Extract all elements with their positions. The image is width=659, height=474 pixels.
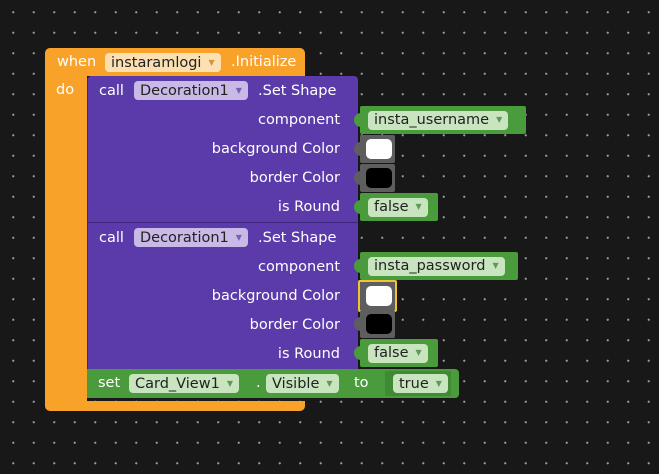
false-dropdown[interactable]: false ▼ [368, 197, 428, 217]
true-value: true [399, 375, 429, 392]
true-dropdown[interactable]: true ▼ [393, 374, 448, 393]
to-label: to [354, 375, 369, 391]
white-color-swatch[interactable] [366, 286, 392, 306]
triangle-down-icon: ▼ [435, 378, 442, 388]
decoration-component-dropdown[interactable]: Decoration1 ▼ [134, 228, 248, 247]
param-background-color-label: background Color [211, 141, 340, 157]
method-name-label: .Set Shape [258, 83, 337, 99]
decoration-component-value: Decoration1 [140, 229, 229, 246]
triangle-down-icon: ▼ [208, 57, 215, 67]
event-component-dropdown[interactable]: instaramlogi ▼ [105, 53, 221, 72]
triangle-down-icon: ▼ [496, 115, 503, 124]
background-color-block-selected[interactable] [358, 280, 397, 312]
false-value: false [374, 199, 409, 215]
decoration-component-dropdown[interactable]: Decoration1 ▼ [134, 81, 248, 100]
component-value-dropdown[interactable]: insta_password ▼ [368, 256, 505, 276]
param-border-color-label: border Color [249, 317, 340, 333]
triangle-down-icon: ▼ [326, 378, 333, 388]
triangle-down-icon: ▼ [226, 378, 233, 388]
component-value-text: insta_username [374, 112, 490, 128]
property-dropdown[interactable]: Visible ▼ [266, 374, 339, 393]
false-dropdown[interactable]: false ▼ [368, 343, 428, 363]
black-color-swatch[interactable] [366, 314, 392, 334]
dot-separator: . [256, 375, 261, 391]
set-shape-call-block-2[interactable]: call Decoration1 ▼ .Set Shape component … [87, 222, 358, 370]
triangle-down-icon: ▼ [235, 85, 242, 95]
true-value-block[interactable]: true ▼ [385, 371, 451, 396]
param-component-label: component [257, 112, 340, 128]
decoration-component-value: Decoration1 [140, 82, 229, 99]
set-shape-call-block-1[interactable]: call Decoration1 ▼ .Set Shape component … [87, 76, 358, 222]
triangle-down-icon: ▼ [415, 202, 422, 211]
when-initialize-event-block[interactable]: when instaramlogi ▼ .Initialize do [45, 48, 305, 411]
black-color-swatch[interactable] [366, 168, 392, 188]
component-value-block[interactable]: insta_password ▼ [354, 252, 518, 280]
is-round-false-block[interactable]: false ▼ [354, 193, 438, 221]
property-value: Visible [272, 375, 320, 392]
set-card-view-visible-block[interactable]: set Card_View1 ▼ . Visible ▼ to true ▼ [87, 369, 459, 398]
param-border-color-label: border Color [249, 170, 340, 186]
component-value-text: insta_password [374, 258, 486, 274]
do-label: do [56, 82, 75, 98]
false-value: false [374, 345, 409, 361]
triangle-down-icon: ▼ [235, 232, 242, 242]
border-color-block[interactable] [354, 310, 395, 338]
event-component-value: instaramlogi [111, 54, 202, 71]
event-name-label: .Initialize [231, 54, 297, 70]
param-component-label: component [257, 259, 340, 275]
background-color-block[interactable] [354, 135, 395, 163]
param-is-round-label: is Round [277, 199, 340, 215]
card-view-component-dropdown[interactable]: Card_View1 ▼ [129, 374, 239, 393]
card-view-component-value: Card_View1 [135, 375, 220, 392]
triangle-down-icon: ▼ [415, 348, 422, 357]
param-is-round-label: is Round [277, 346, 340, 362]
method-name-label: .Set Shape [258, 230, 337, 246]
triangle-down-icon: ▼ [492, 261, 499, 270]
border-color-block[interactable] [354, 164, 395, 192]
is-round-false-block[interactable]: false ▼ [354, 339, 438, 367]
call-label: call [99, 83, 124, 99]
set-label: set [98, 375, 121, 391]
when-label: when [57, 54, 97, 70]
component-value-block[interactable]: insta_username ▼ [354, 106, 526, 134]
component-value-dropdown[interactable]: insta_username ▼ [368, 110, 509, 130]
param-background-color-label: background Color [211, 288, 340, 304]
white-color-swatch[interactable] [366, 139, 392, 159]
call-label: call [99, 230, 124, 246]
